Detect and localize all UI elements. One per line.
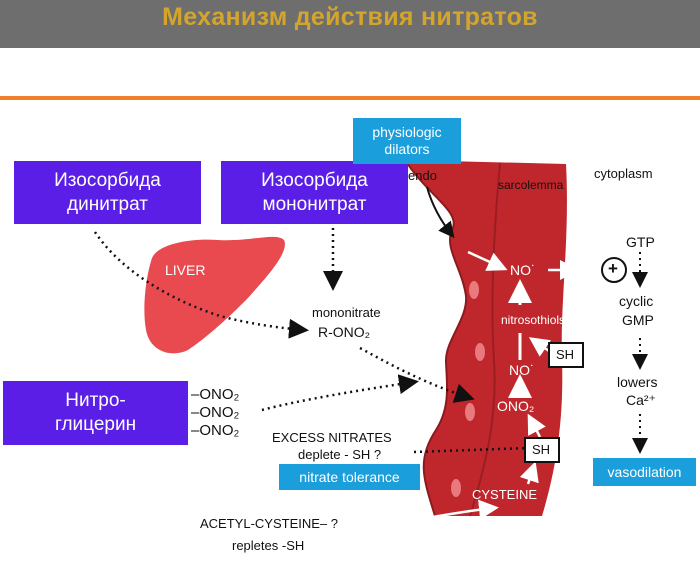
tag-physiologic-dilators: physiologic dilators — [353, 118, 461, 164]
deplete-sh-label: deplete - SH ? — [298, 447, 382, 462]
gmp-label: GMP — [622, 312, 654, 328]
r-ono2-label: R-ONO₂ — [318, 324, 371, 340]
page-title: Механизм действия нитратов — [162, 3, 538, 31]
vessel-wall — [405, 160, 567, 516]
arrow-dinitrate-to-liver — [93, 231, 309, 339]
sh-label-2: SH — [532, 442, 551, 457]
drug-isosorbide-mononitrate: Изосорбида мононитрат — [221, 161, 408, 224]
cysteine-label: CYSTEINE — [472, 487, 538, 502]
plus-label: + — [608, 259, 618, 278]
drug-isosorbide-dinitrate-label: Изосорбида динитрат — [54, 169, 161, 215]
endo-label: endo — [408, 168, 437, 183]
gtp-label: GTP — [626, 234, 655, 250]
arrow-cysteine-to-sh — [519, 461, 539, 485]
header-bar: Механизм действия нитратов — [0, 0, 700, 48]
sh-label-1: SH — [556, 347, 575, 362]
sh-box-2 — [524, 437, 560, 463]
lowers-label: lowers — [617, 374, 658, 390]
no-mid-label: NO˙ — [509, 362, 535, 378]
sarcolemma-line — [469, 162, 501, 517]
ngl-ono2-3: –ONO₂ — [191, 422, 240, 439]
liver-label: LIVER — [165, 262, 206, 278]
drug-nitroglycerin: Нитро- глицерин — [3, 381, 188, 445]
rbc-4 — [451, 479, 461, 497]
ngl-ono2-1: –ONO₂ — [191, 386, 240, 403]
liver-shape — [144, 236, 285, 354]
ono2-cell-label: ONO₂ — [497, 398, 535, 414]
sh-box-1 — [548, 342, 584, 368]
arrow-acetylcysteine-in — [389, 499, 499, 526]
repletes-sh-label: repletes -SH — [232, 538, 305, 553]
cyclic-label: cyclic — [619, 293, 654, 309]
endothelium-edge — [404, 159, 468, 517]
rbc-1 — [469, 281, 479, 299]
drug-isosorbide-mononitrate-label: Изосорбида мононитрат — [261, 169, 368, 215]
arrow-endo-in — [426, 186, 455, 239]
excess-nitrates-label: EXCESS NITRATES — [272, 430, 392, 445]
tag-vasodilation: vasodilation — [593, 458, 696, 486]
plus-circle — [601, 257, 627, 283]
no-top-label: NO˙ — [510, 262, 536, 278]
arrow-endo-to-no — [467, 250, 508, 271]
mononitrate-label: mononitrate — [312, 305, 381, 320]
arrow-excess-to-sh — [413, 446, 529, 454]
ngl-ono2-2: –ONO₂ — [191, 404, 240, 421]
acetyl-cysteine-label: ACETYL-CYSTEINE– ? — [200, 516, 338, 531]
nitrosothiols-label: nitrosothiols — [501, 313, 566, 327]
cytoplasm-label: cytoplasm — [594, 166, 653, 181]
drug-isosorbide-dinitrate: Изосорбида динитрат — [14, 161, 201, 224]
drug-nitroglycerin-label: Нитро- глицерин — [54, 390, 137, 435]
arrow-sh2-to-ono2 — [527, 413, 546, 438]
ca-label: Ca²⁺ — [626, 392, 656, 408]
sarcolemma-label: sarcolemma — [498, 178, 564, 192]
accent-divider — [0, 96, 700, 100]
arrow-ngl-to-cell — [261, 374, 419, 412]
rbc-3 — [465, 403, 475, 421]
tag-nitrate-tolerance: nitrate tolerance — [279, 464, 420, 490]
rbc-2 — [475, 343, 485, 361]
